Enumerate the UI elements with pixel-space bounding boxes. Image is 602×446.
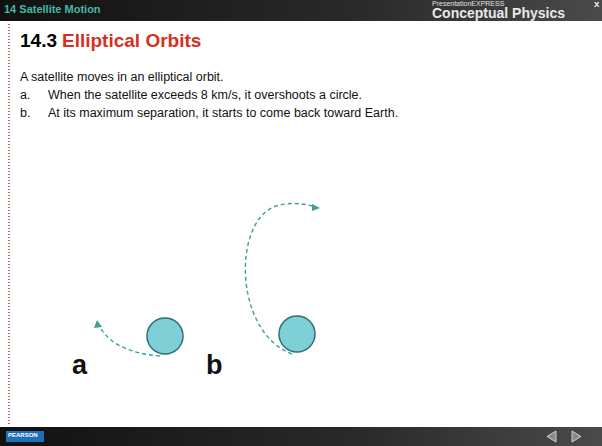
- orbit-arrowhead: [94, 320, 102, 328]
- header-bar: [0, 0, 602, 21]
- nav-forward-arrow: [572, 431, 581, 442]
- list-marker: b.: [20, 106, 30, 120]
- close-button: X: [594, 0, 599, 9]
- margin-line: [8, 24, 10, 424]
- body-text: When the satellite exceeds 8 km/s, it ov…: [48, 88, 362, 102]
- orbit-arrowhead: [312, 204, 320, 211]
- chapter-header: 14 Satellite Motion: [4, 3, 101, 16]
- body-text: At its maximum separation, it starts to …: [48, 106, 398, 120]
- slide-title: Elliptical Orbits: [62, 30, 201, 52]
- list-marker: a.: [20, 88, 30, 102]
- orbit-path: [245, 204, 316, 354]
- book-title: Conceptual Physics: [432, 5, 565, 21]
- figure-label: b: [206, 350, 223, 381]
- nav-back-arrow: [547, 431, 556, 442]
- earth-circle: [147, 318, 183, 354]
- section-number: 14.3: [20, 30, 57, 52]
- earth-circle: [279, 316, 315, 352]
- footer-bar: [0, 427, 602, 446]
- figure-label: a: [72, 350, 87, 381]
- publisher-logo-text: PEARSON: [8, 432, 38, 439]
- body-text: A satellite moves in an elliptical orbit…: [20, 70, 224, 84]
- publisher-logo: [6, 431, 44, 442]
